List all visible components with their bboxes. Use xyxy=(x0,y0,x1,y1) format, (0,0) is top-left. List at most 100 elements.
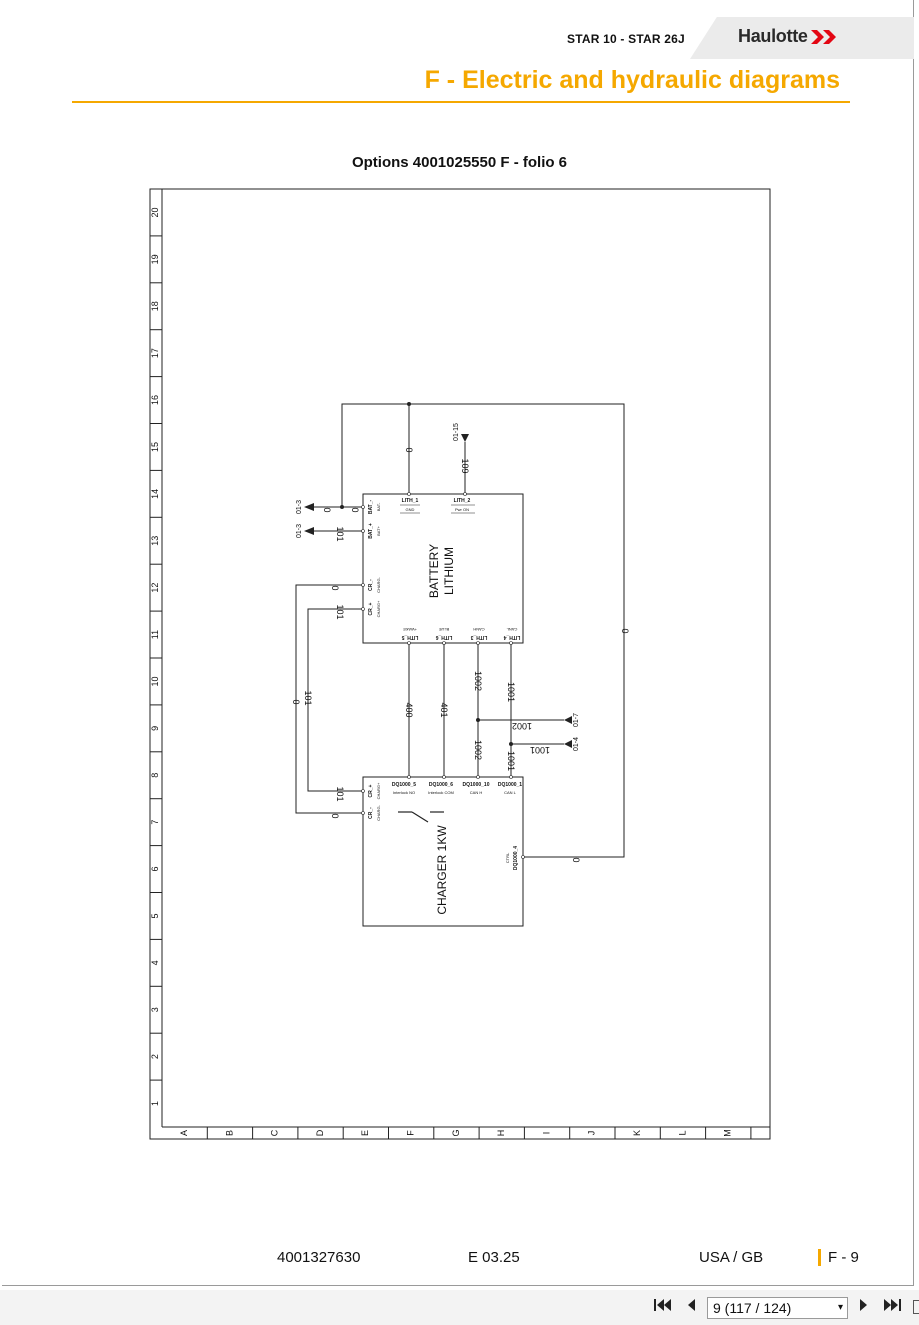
charger-pin-cr-minus-label: CHARG- xyxy=(376,804,381,820)
grid-row-label: 2 xyxy=(150,1054,160,1059)
wire-401: 401 xyxy=(439,702,449,717)
previous-page-icon xyxy=(688,1299,695,1311)
wire-0-right: 0 xyxy=(620,628,630,633)
offsheet-arrows xyxy=(304,434,572,748)
wire-0-bat-node: 0 xyxy=(350,507,360,512)
panel-toggle-icon[interactable] xyxy=(913,1300,919,1314)
grid-row-label: 16 xyxy=(150,395,160,405)
grid-row-label: 18 xyxy=(150,301,160,311)
pin-dq1000-1-id: DQ1000_1 xyxy=(498,782,522,788)
pin-lith-6-label: BLUE xyxy=(438,627,449,632)
pin-terminals xyxy=(361,492,525,859)
section-title: F - Electric and hydraulic diagrams xyxy=(424,66,840,94)
ref-01-7: 01-7 xyxy=(573,713,580,727)
previous-page-button[interactable] xyxy=(680,1297,702,1319)
charger-label: CHARGER 1KW xyxy=(435,825,449,915)
grid-col-label: E xyxy=(360,1130,370,1136)
wire-101-cr-plus: 101 xyxy=(335,604,345,619)
grid-row-label: 7 xyxy=(150,820,160,825)
grid-row-label: 8 xyxy=(150,773,160,778)
wire-1002-branch: 1002 xyxy=(512,721,532,731)
pin-cr-minus-id: CR_- xyxy=(368,579,374,591)
ref-01-3-a: 01-3 xyxy=(296,500,303,514)
last-page-button[interactable] xyxy=(882,1297,904,1319)
battery-label-1: BATTERY xyxy=(427,544,441,598)
wire-labels: 0 0 0 0 0 101 109 0 101 0 101 101 0 400 … xyxy=(291,447,630,862)
grid-row-label: 5 xyxy=(150,913,160,918)
ref-01-3-b: 01-3 xyxy=(296,524,303,538)
wire-0-loop: 0 xyxy=(291,699,301,704)
pin-cr-minus-label: CHARG- xyxy=(376,576,381,592)
grid-col-label: G xyxy=(451,1129,461,1136)
grid-col-label: A xyxy=(179,1130,189,1136)
grid-col-label: K xyxy=(632,1130,642,1136)
battery-label-2: LITHIUM xyxy=(442,547,456,595)
pin-lith-6-id: LITH_6 xyxy=(435,634,452,640)
first-page-button[interactable] xyxy=(651,1297,673,1319)
ref-01-15: 01-15 xyxy=(453,423,460,441)
pin-lith-1-id: LITH_1 xyxy=(402,498,419,504)
footer-locale: USA / GB xyxy=(699,1249,764,1266)
brand-logo: Haulotte xyxy=(738,26,841,47)
charger-pin-cr-plus-id: CR_+ xyxy=(368,784,374,797)
pin-lith-2-id: LITH_2 xyxy=(454,498,471,504)
arrow-left-icon xyxy=(564,740,572,748)
junction-dots xyxy=(340,402,513,746)
pin-bat-minus-id: BAT_- xyxy=(368,499,374,514)
pin-dq1000-5-id: DQ1000_5 xyxy=(392,782,416,788)
wire-0-cr-minus: 0 xyxy=(330,585,340,590)
last-page-icon xyxy=(884,1299,901,1311)
grid-row-label: 14 xyxy=(150,489,160,499)
page-selector[interactable]: 9 (117 / 124) ▾ xyxy=(707,1297,848,1319)
pin-lith-5-label: +WAKE xyxy=(403,627,417,632)
wire-0-charger: 0 xyxy=(571,857,581,862)
footer-doc-number: 4001327630 xyxy=(277,1249,361,1266)
grid-row-label: 9 xyxy=(150,726,160,731)
wire-0-top: 0 xyxy=(404,447,414,452)
footer-edition: E 03.25 xyxy=(468,1249,520,1266)
wire-0-bat-minus: 0 xyxy=(322,507,332,512)
grid-col-label: B xyxy=(224,1130,234,1136)
pin-bat-plus-label: BAT+ xyxy=(376,525,381,535)
title-rule xyxy=(72,101,850,103)
logo-band xyxy=(690,17,914,59)
pin-dq1000-6-id: DQ1000_6 xyxy=(429,782,453,788)
grid-row-label: 15 xyxy=(150,442,160,452)
arrow-left-icon xyxy=(304,527,314,535)
ref-01-4: 01-4 xyxy=(573,737,580,751)
next-page-button[interactable] xyxy=(853,1297,875,1319)
pin-cr-plus-id: CR_+ xyxy=(368,602,374,615)
pin-dq1000-1-label: CAN L xyxy=(504,790,517,795)
grid-row-label: 13 xyxy=(150,536,160,546)
grid-row-label: 12 xyxy=(150,583,160,593)
wire-109: 109 xyxy=(460,458,470,473)
wire-1001-branch: 1001 xyxy=(530,745,550,755)
arrow-left-icon xyxy=(564,716,572,724)
pin-lith-4-label: CANL xyxy=(506,627,517,632)
frame-outer xyxy=(149,188,771,1140)
brand-name: Haulotte xyxy=(738,26,808,46)
pin-dq1000-5-label: Interlock NO xyxy=(393,790,415,795)
pin-lith-1-label: GND xyxy=(406,507,415,512)
charger-pin-cr-plus-label: CHARG+ xyxy=(376,782,381,799)
pin-dq1000-10-label: CAN H xyxy=(470,790,483,795)
next-page-icon xyxy=(860,1299,867,1311)
chevron-down-icon: ▾ xyxy=(837,1302,843,1313)
grid-row-label: 20 xyxy=(150,207,160,217)
pin-bat-plus-id: BAT_+ xyxy=(368,523,374,539)
first-page-icon xyxy=(654,1299,671,1311)
pin-dq1000-4-label: CTRL xyxy=(505,852,510,863)
grid-row-label: 17 xyxy=(150,348,160,358)
grid-col-label: H xyxy=(496,1130,506,1137)
wire-101-bat-plus: 101 xyxy=(335,526,345,541)
grid-col-label: I xyxy=(541,1132,551,1135)
page-border xyxy=(2,0,914,1286)
diagram-title: Options 4001025550 F - folio 6 xyxy=(351,154,568,171)
wire-400: 400 xyxy=(404,702,414,717)
pin-lith-4-id: LITH_4 xyxy=(503,634,520,640)
grid-col-label: F xyxy=(406,1130,416,1136)
pin-lith-3-label: CANH xyxy=(473,627,484,632)
grid-col-label: D xyxy=(315,1129,325,1136)
grid-row-label: 1 xyxy=(150,1101,160,1106)
